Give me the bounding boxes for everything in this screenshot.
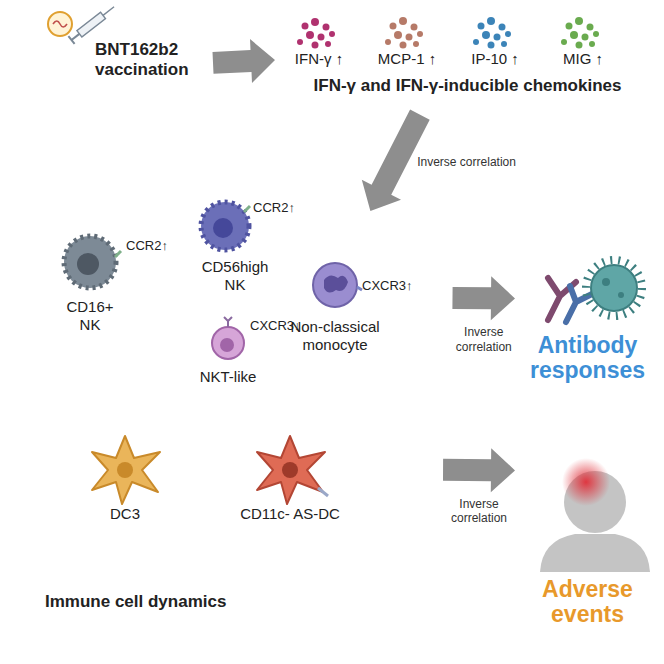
mig-dots xyxy=(561,17,599,49)
vaccine-icon xyxy=(48,3,117,44)
ellipse-outline xyxy=(35,298,445,583)
chemokine-node: IFN-γ ↑MCP-1 ↑IP-10 ↑MIG ↑ IFN-γ and IFN-… xyxy=(275,12,660,112)
adverse-outcome: Adverse events xyxy=(515,455,660,640)
cell-label: Non-classical monocyte xyxy=(287,318,383,354)
antibody-outcome: Antibody responses xyxy=(515,255,660,400)
virus-icon xyxy=(586,260,642,316)
monocyte-cell xyxy=(313,263,362,307)
outcome-label: Adverse events xyxy=(515,577,660,628)
mcp1-dots xyxy=(385,17,423,49)
cell-label: DC3 xyxy=(95,505,155,523)
dc3-cell xyxy=(92,436,160,504)
as-dc-cell xyxy=(257,436,328,504)
ifn-gamma-dots xyxy=(297,18,335,49)
edge-label: Inverse correlation xyxy=(443,497,515,526)
cell-label: NKT-like xyxy=(188,368,268,386)
cell-label: CD16+ NK xyxy=(55,298,125,334)
cd56high-nk-cell xyxy=(201,202,250,250)
chemokine-label: MIG ↑ xyxy=(539,50,627,68)
chemokine-label: IP-10 ↑ xyxy=(451,50,539,68)
vaccination-node: BNT162b2 vaccination xyxy=(95,38,210,88)
nkt-like-cell xyxy=(212,317,244,359)
chemokine-label: IFN-γ ↑ xyxy=(275,50,363,68)
ip10-dots xyxy=(473,17,511,49)
vaccination-label: BNT162b2 vaccination xyxy=(95,40,210,81)
block-arrow xyxy=(452,276,515,320)
edge-label: Inverse correlation xyxy=(448,325,520,354)
chemokine-label: MCP-1 ↑ xyxy=(363,50,451,68)
ellipse-shape xyxy=(37,300,444,582)
cd16-nk-cell xyxy=(64,236,121,288)
headache-person xyxy=(540,458,650,572)
outcome-label: Antibody responses xyxy=(515,333,660,384)
adverse-cell-group: NKT-like CXCR3↓ DC3 CD11c- AS-DC xyxy=(35,298,445,583)
antibody-icon xyxy=(548,278,592,322)
receptor-label: CCR2↑ xyxy=(126,238,186,254)
block-arrow xyxy=(213,39,276,83)
cell-label: CD56high NK xyxy=(200,258,270,294)
block-arrow xyxy=(443,448,515,492)
cell-label: CD11c- AS-DC xyxy=(225,505,355,523)
edge-label: Inverse correlation xyxy=(417,155,537,169)
chemokine-heading: IFN-γ and IFN-γ-inducible chemokines xyxy=(275,76,660,96)
person-body xyxy=(4,76,82,240)
ellipse-shape xyxy=(12,185,449,412)
receptor-label: CXCR3↓ xyxy=(250,318,314,334)
group-label: Immune cell dynamics xyxy=(45,592,285,612)
receptor-label: CCR2↑ xyxy=(253,200,313,216)
receptor-label: CXCR3↑ xyxy=(362,278,426,294)
